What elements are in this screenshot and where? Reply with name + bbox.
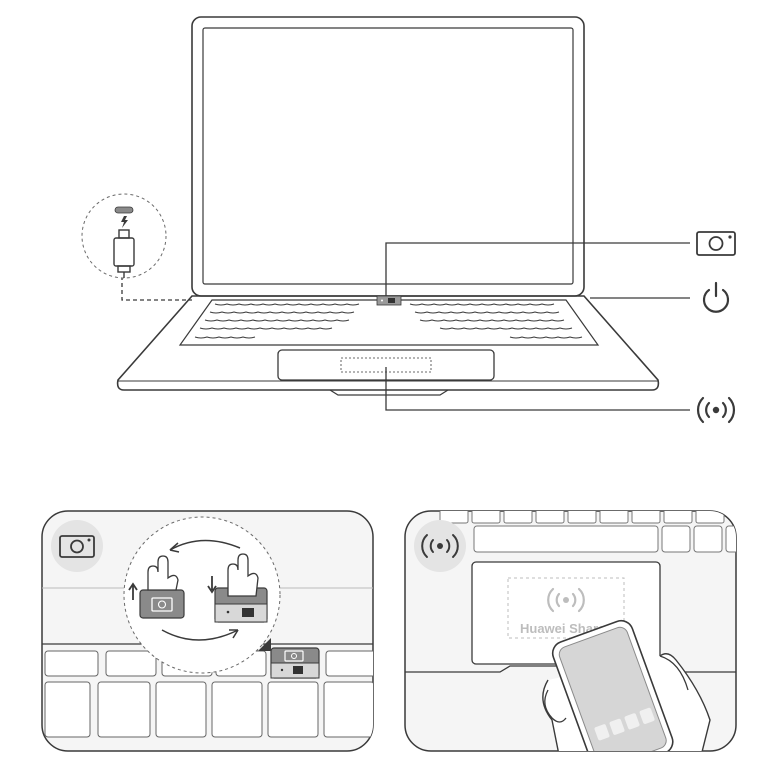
share-badge [414, 520, 466, 572]
camera-badge [51, 520, 103, 572]
keyboard-outline [178, 299, 600, 346]
camera-key-zoom [123, 516, 281, 674]
callout-share-line [385, 367, 690, 411]
finger-right [227, 553, 259, 597]
camera-key-up [128, 555, 185, 619]
usb-c-plug [113, 229, 135, 278]
thumb [544, 689, 567, 723]
laptop [116, 16, 660, 396]
laptop-front-notch [329, 389, 449, 396]
finger-left [147, 555, 179, 591]
wireless-share-icon [547, 587, 585, 613]
rotate-arrow-bottom [161, 629, 239, 641]
keyboard-keys [194, 303, 583, 339]
huawei-share-panel: Huawei Share [404, 510, 737, 752]
callout-camera-line [385, 242, 690, 296]
camera-icon [696, 231, 736, 256]
lightning-icon [121, 216, 128, 228]
laptop-screen [202, 27, 574, 285]
camera-key [376, 295, 402, 306]
callout-lines [121, 242, 690, 411]
camera-key-down [207, 553, 268, 623]
laptop-lid [191, 16, 585, 297]
keyboard-closeup [44, 650, 373, 738]
laptop-base [116, 295, 660, 391]
rotate-arrow-top [169, 539, 241, 551]
power-icon [702, 281, 730, 313]
wireless-share-icon [421, 534, 459, 558]
camera-key-closeup [258, 638, 320, 679]
phone-in-hand [542, 619, 711, 751]
huawei-share-label: Huawei Share [520, 621, 605, 636]
wireless-share-icon [696, 396, 736, 424]
camera-icon [59, 535, 95, 558]
screenshot-panel [41, 510, 374, 752]
usb-port-leader [121, 276, 192, 301]
usb-c-port-callout [81, 193, 167, 279]
usb-c-port [114, 206, 134, 214]
share-zone [507, 577, 625, 639]
